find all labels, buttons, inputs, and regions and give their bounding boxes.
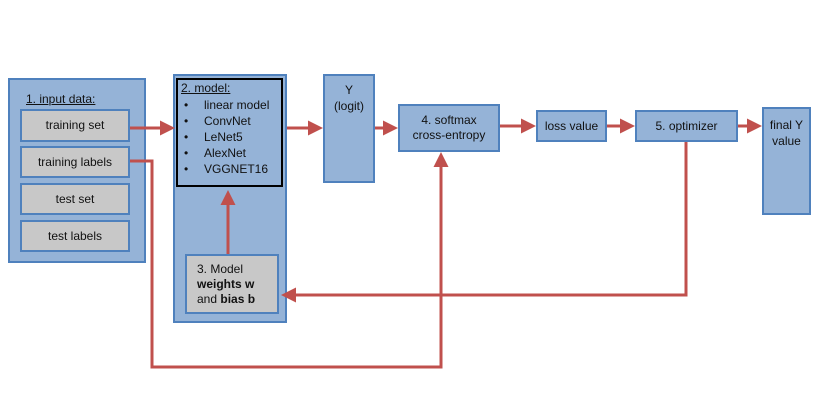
- final-box: final Y value: [762, 107, 811, 215]
- arrow-optimizer-to-weights: [281, 142, 688, 303]
- logit-line2: (logit): [333, 99, 364, 113]
- loss-label: loss value: [544, 118, 599, 133]
- model-item-lenet5: LeNet5: [182, 129, 269, 145]
- test-labels-box: test labels: [20, 220, 130, 252]
- softmax-line1: 4. softmax: [421, 113, 477, 127]
- final-line2: value: [772, 134, 801, 148]
- weights-box: 3. Model weights w and bias b: [185, 254, 279, 314]
- training-labels-box: training labels: [20, 146, 130, 178]
- logit-line1: Y: [344, 83, 353, 97]
- model-list: linear model ConvNet LeNet5 AlexNet VGGN…: [182, 97, 269, 177]
- weights-line3-bold: bias b: [220, 292, 256, 306]
- input-data-title: 1. input data:: [26, 92, 96, 106]
- arrow-labels-to-softmax: [130, 152, 449, 369]
- weights-line3: and bias b: [197, 292, 255, 307]
- logit-box: Y (logit): [323, 74, 375, 183]
- softmax-line2: cross-entropy: [412, 128, 486, 142]
- test-set-box: test set: [20, 183, 130, 215]
- model-item-vggnet16: VGGNET16: [182, 161, 269, 177]
- model-title: 2. model:: [181, 81, 231, 95]
- loss-box: loss value: [536, 110, 607, 142]
- optimizer-label: 5. optimizer: [655, 118, 718, 133]
- optimizer-box: 5. optimizer: [635, 110, 738, 142]
- weights-line3-prefix: and: [197, 292, 221, 306]
- model-item-convnet: ConvNet: [182, 113, 269, 129]
- training-labels-label: training labels: [37, 154, 113, 169]
- weights-line1: 3. Model: [197, 262, 244, 276]
- final-line1: final Y: [769, 118, 804, 132]
- test-set-label: test set: [55, 191, 95, 206]
- model-item-linear: linear model: [182, 97, 269, 113]
- model-item-alexnet: AlexNet: [182, 145, 269, 161]
- softmax-box: 4. softmax cross-entropy: [398, 104, 500, 152]
- model-list-box: 2. model: linear model ConvNet LeNet5 Al…: [176, 78, 283, 187]
- test-labels-label: test labels: [47, 228, 103, 243]
- training-set-label: training set: [45, 118, 105, 132]
- weights-line2: weights w: [197, 277, 255, 291]
- training-set-box: training set: [20, 109, 130, 142]
